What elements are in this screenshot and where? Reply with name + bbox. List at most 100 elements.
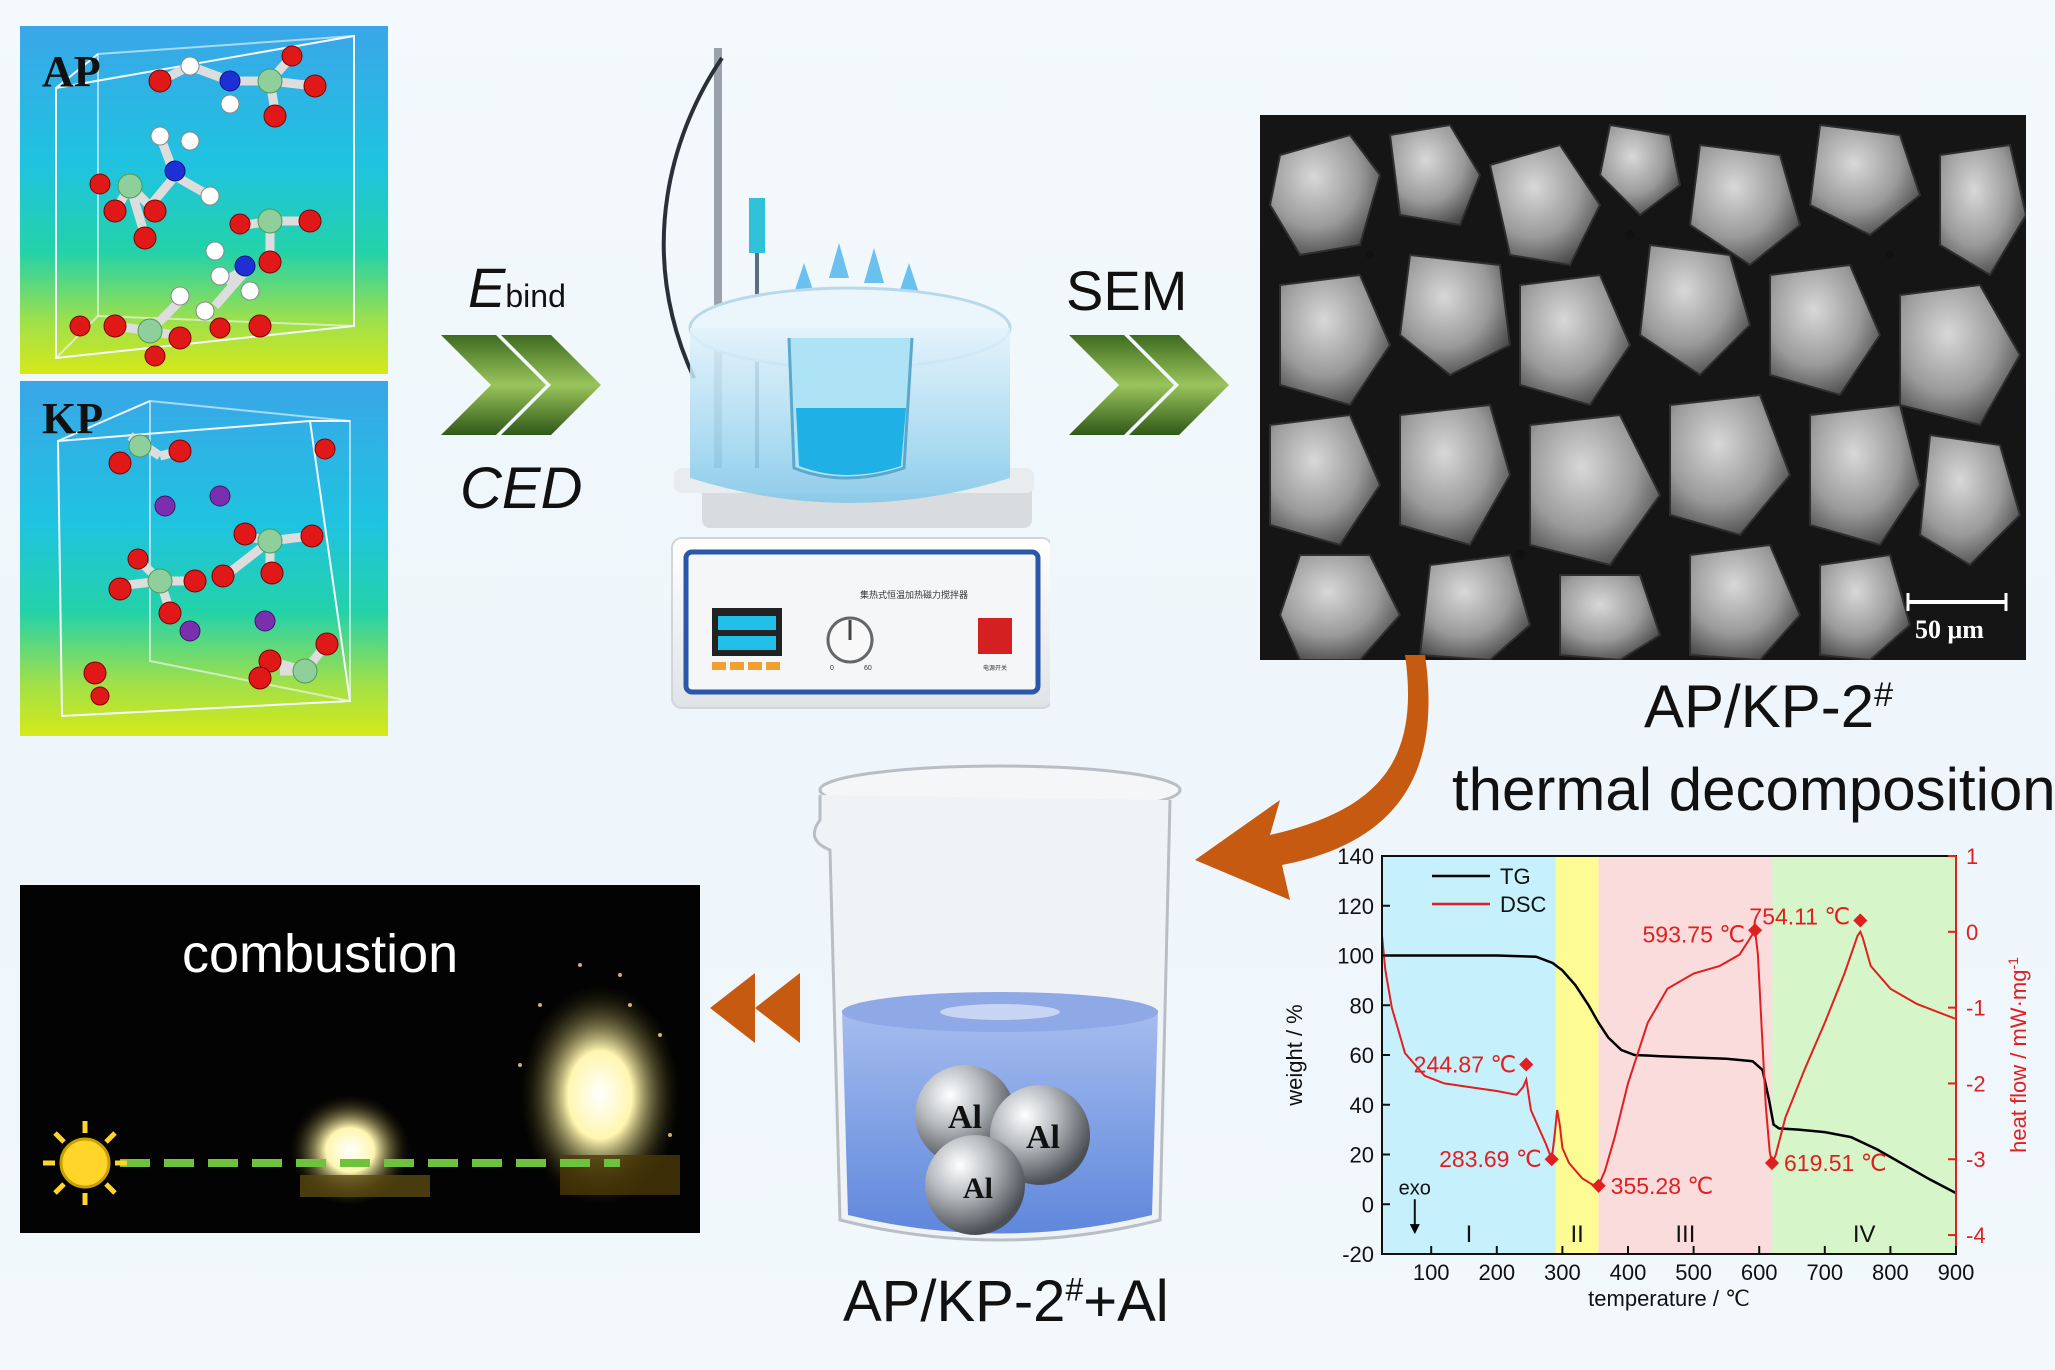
ap-n-atoms [164,70,256,277]
beaker-caption-a: AP/KP-2 [843,1269,1066,1334]
knob-min: 0 [830,665,834,672]
annotation-label: 754.11 ℃ [1749,903,1850,929]
beaker-with-al: Al Al Al [800,760,1190,1265]
region-label-I: I [1466,1221,1473,1248]
ap-unit-cell-drawing [55,34,355,367]
legend-label-DSC: DSC [1500,892,1547,917]
series-line-TG [1382,954,1957,1195]
y2-tick-label: 0 [1966,920,1978,945]
ap-unit-cell-box [55,34,355,360]
ap-h-atoms [150,56,260,321]
sem-arrow-label: SEM [1066,259,1188,322]
region-label-III: III [1675,1221,1695,1248]
x-tick-label: 900 [1938,1260,1975,1285]
annotation-label: 593.75 ℃ [1643,921,1746,947]
exo-arrowhead-icon [1409,1224,1420,1235]
temperature-probe-head [749,198,765,253]
panel-title: 集热式恒温加热磁力搅拌器 [860,589,968,600]
y2-axis-label-text: heat flow / mW·mg [2006,970,2031,1153]
x-tick-label: 400 [1610,1260,1647,1285]
annotation-label: 283.69 ℃ [1439,1146,1542,1172]
beaker-drawing: Al Al Al [812,764,1182,1242]
y2-axis-label: heat flow / mW·mg-1 [2005,957,2031,1153]
annotation-label: 619.51 ℃ [1784,1150,1887,1176]
y2-tick-label: -2 [1966,1071,1986,1096]
x-axis-label: temperature / ℃ [1588,1286,1750,1311]
annotation-label: 244.87 ℃ [1414,1051,1517,1077]
probe-cable [661,56,724,379]
x-tick-label: 700 [1806,1260,1843,1285]
ap-cl-atoms [117,68,283,344]
annotation-marker [1764,1155,1780,1171]
y-axis-label: weight / % [1282,1004,1307,1107]
y2-tick-label: 1 [1966,844,1978,869]
left-double-arrow [710,973,800,1043]
double-chevron-arrow-1 [441,335,601,435]
annotation-marker [1519,1057,1534,1072]
ced-label: CED [460,456,583,521]
y-tick-label: 40 [1350,1093,1374,1118]
x-tick-label: 600 [1741,1260,1778,1285]
scale-bar-label: 50 μm [1915,615,1984,644]
kp-crystal-panel: KP [20,381,388,736]
y-tick-label: 20 [1350,1143,1374,1168]
knob-max: 60 [864,665,872,672]
kp-k-atoms [154,485,276,642]
kp-o-atoms [83,438,339,706]
series-layer [1381,927,1957,1195]
control-buttons [712,662,780,670]
y-tick-label: 120 [1337,894,1374,919]
kp-label: KP [42,394,104,443]
y-tick-label: 60 [1350,1043,1374,1068]
region-II [1555,856,1599,1254]
switch-label: 电源开关 [983,664,1007,672]
y-tick-label: 140 [1337,844,1374,869]
beaker-caption: AP/KP-2#+Al [843,1268,1169,1335]
al-label-1: Al [948,1099,982,1136]
beaker-caption-sup: # [1065,1271,1084,1308]
heat-vapor-arrows [794,243,919,293]
beaker-caption-b: +Al [1083,1269,1169,1334]
ap-molecules [69,45,327,367]
kp-unit-cell-drawing [56,399,352,718]
ignition-sun-icon [43,1121,127,1205]
x-tick-label: 500 [1675,1260,1712,1285]
exo-label: exo [1399,1177,1431,1199]
sem-micrograph: 50 μm [1260,115,2026,660]
ap-o-atoms [69,45,327,367]
y2-tick-label: -3 [1966,1147,1986,1172]
y-tick-label: -20 [1342,1242,1374,1267]
thermal-decomposition-caption: thermal decomposition [1452,756,2055,823]
x-tick-label: 100 [1413,1260,1450,1285]
combustion-label: combustion [182,924,459,984]
annotation-marker [1853,913,1868,928]
e-bind-label: Ebind [468,255,566,320]
axis-layer: 100 200 300 400 500 600 700 800 900 -20 0 20 40 60 80 1… [1337,844,1985,1285]
ap-label: AP [42,47,101,96]
legend: TG DSC [1432,864,1547,917]
kp-cl-atoms [128,434,318,684]
y2-tick-label: -1 [1966,996,1986,1021]
x-tick-label: 800 [1872,1260,1909,1285]
e-bind-main: E [468,256,506,319]
double-chevron-arrow-2 [1069,335,1229,435]
ap-crystal-panel: AP [20,26,388,374]
x-tick-label: 200 [1478,1260,1515,1285]
stirrer-drawing: 集热式恒温加热磁力搅拌器 电源开关 0 60 [661,48,1050,709]
region-III [1598,856,1773,1254]
support-rod [714,48,722,468]
series-line-DSC [1381,927,1957,1187]
region-label-II: II [1570,1221,1583,1248]
al-label-3: Al [963,1172,993,1205]
legend-label-TG: TG [1500,864,1531,889]
sample-name: AP/KP-2# [1644,672,1893,741]
power-switch [978,618,1012,654]
combustion-drawing [43,963,680,1205]
y-tick-label: 100 [1337,944,1374,969]
al-sphere-3 [925,1135,1025,1235]
y-tick-label: 80 [1350,993,1374,1018]
region-label-IV: IV [1853,1221,1876,1248]
x-tick-label: 300 [1544,1260,1581,1285]
sample-name-sup: # [1874,676,1894,714]
